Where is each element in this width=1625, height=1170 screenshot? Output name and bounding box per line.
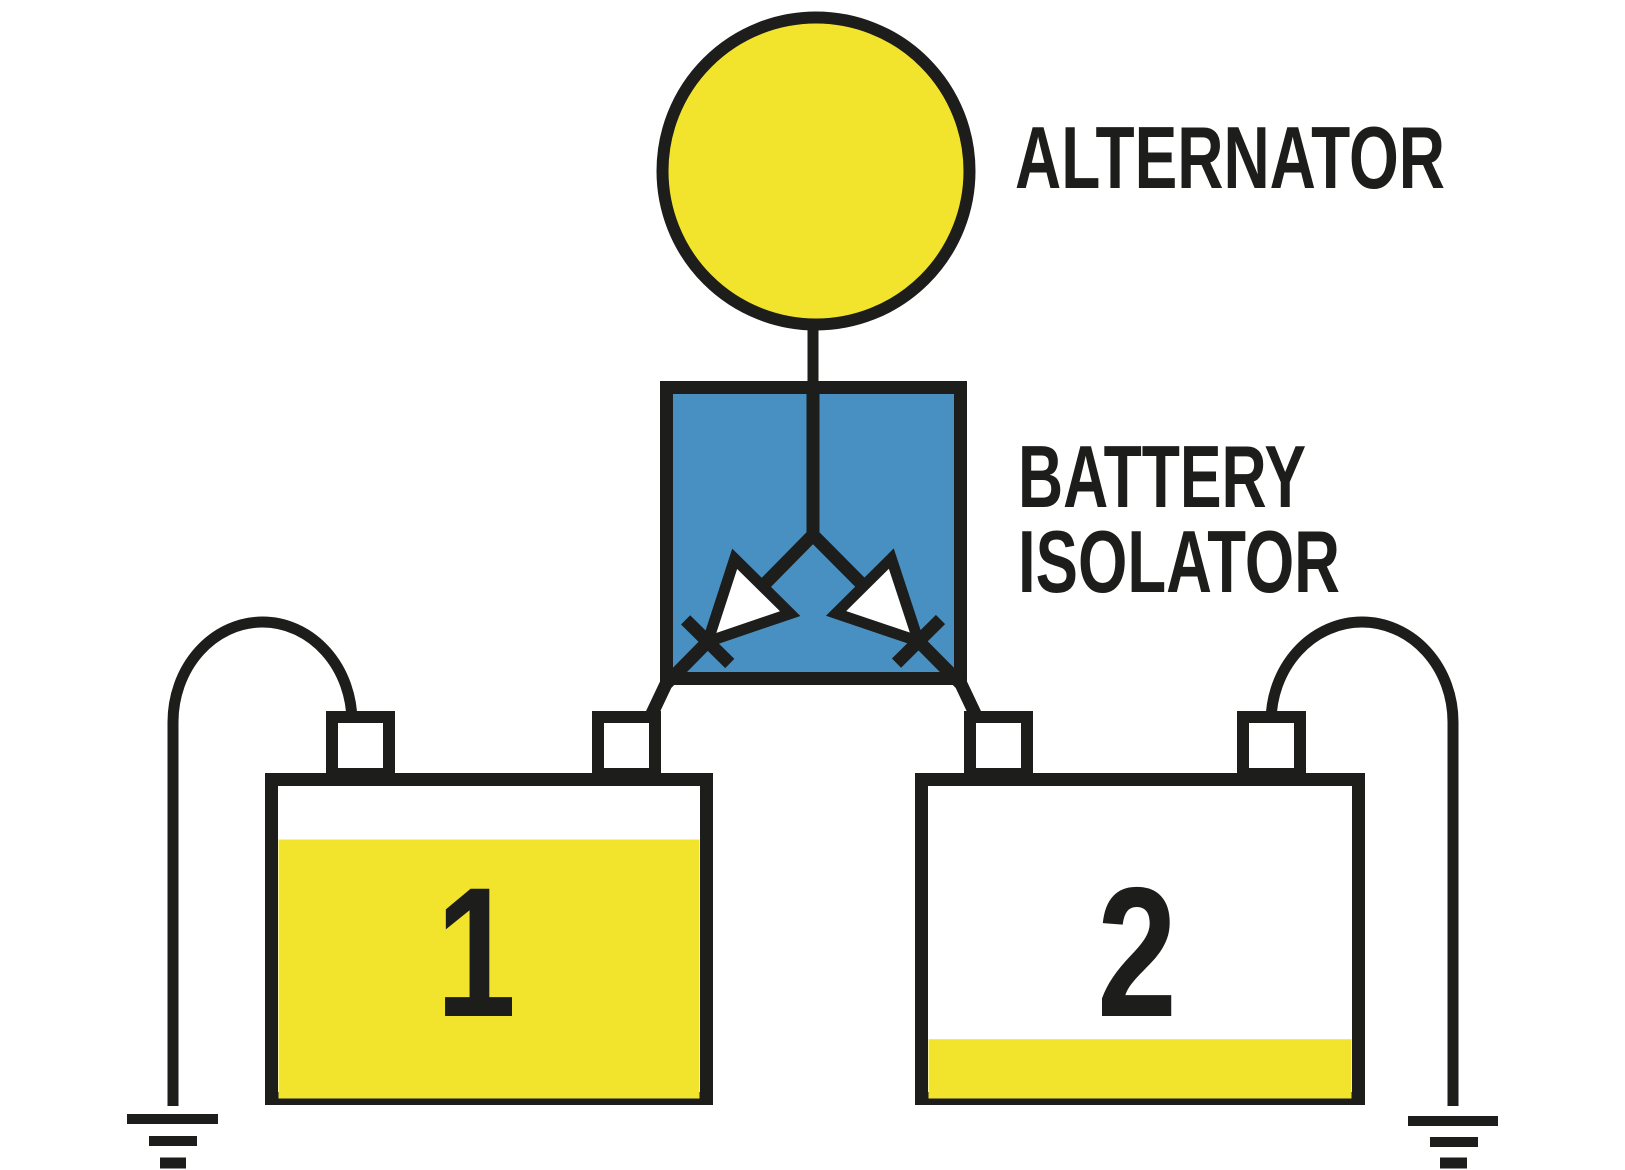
wire-battery2-to-ground (1265, 616, 1459, 1106)
diode-right-cathode-bar (891, 614, 946, 668)
wire-battery1-to-ground (167, 616, 358, 1106)
battery2-charge-fill (928, 1039, 1352, 1099)
battery2-terminal-right (1237, 711, 1306, 780)
battery2-terminal-left (964, 711, 1033, 780)
alternator-icon (656, 11, 976, 331)
diagram-lines (127, 11, 1498, 1169)
battery1-terminal-right (592, 711, 661, 780)
battery1-terminal-left (326, 711, 395, 780)
ground-left-icon (127, 1114, 218, 1169)
diode-left-icon (699, 548, 801, 651)
battery1-number: 1 (436, 850, 516, 1056)
diode-left-cathode-bar (681, 615, 735, 669)
battery1-charge-fill (278, 839, 700, 1099)
battery2-number: 2 (1097, 850, 1177, 1056)
isolator-label-line1: BATTERY (1018, 427, 1306, 526)
diagram-labels: ALTERNATOR BATTERY ISOLATOR 1 2 (436, 108, 1445, 1056)
alternator-label: ALTERNATOR (1015, 108, 1445, 207)
isolator-label-line2: ISOLATOR (1018, 512, 1340, 611)
diode-right-icon (825, 548, 928, 651)
ground-right-icon (1408, 1116, 1498, 1169)
